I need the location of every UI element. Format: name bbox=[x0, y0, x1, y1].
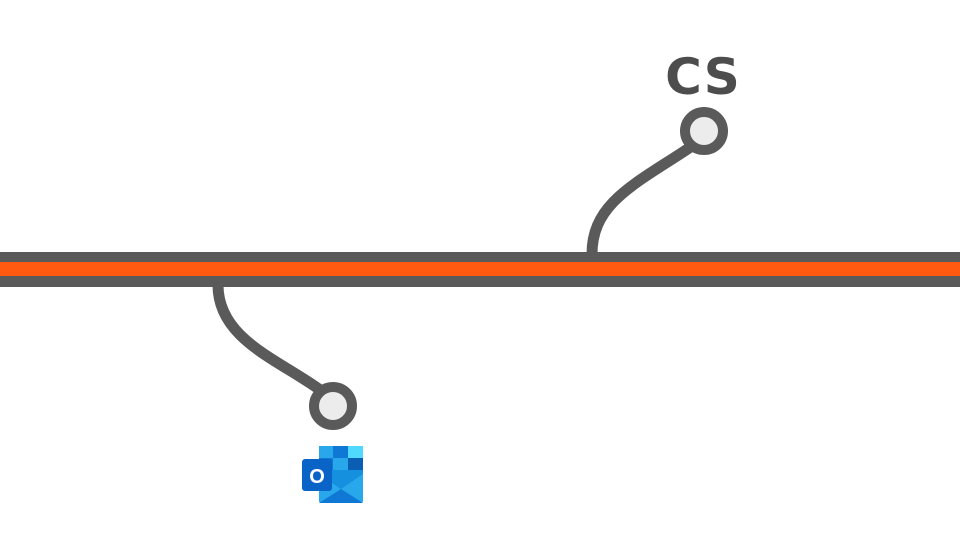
outlook-icon: O bbox=[302, 446, 363, 503]
station-outlook-node[interactable] bbox=[309, 382, 357, 430]
main-line bbox=[0, 252, 960, 287]
branch-cs bbox=[586, 136, 704, 260]
outlook-icon-letter: O bbox=[309, 466, 325, 488]
station-outlook[interactable]: O bbox=[302, 382, 363, 503]
station-cs[interactable]: CS bbox=[665, 48, 741, 155]
station-cs-label: CS bbox=[665, 48, 741, 106]
station-cs-node[interactable] bbox=[680, 107, 728, 155]
branch-outlook bbox=[212, 279, 329, 398]
main-line-core bbox=[0, 262, 960, 276]
